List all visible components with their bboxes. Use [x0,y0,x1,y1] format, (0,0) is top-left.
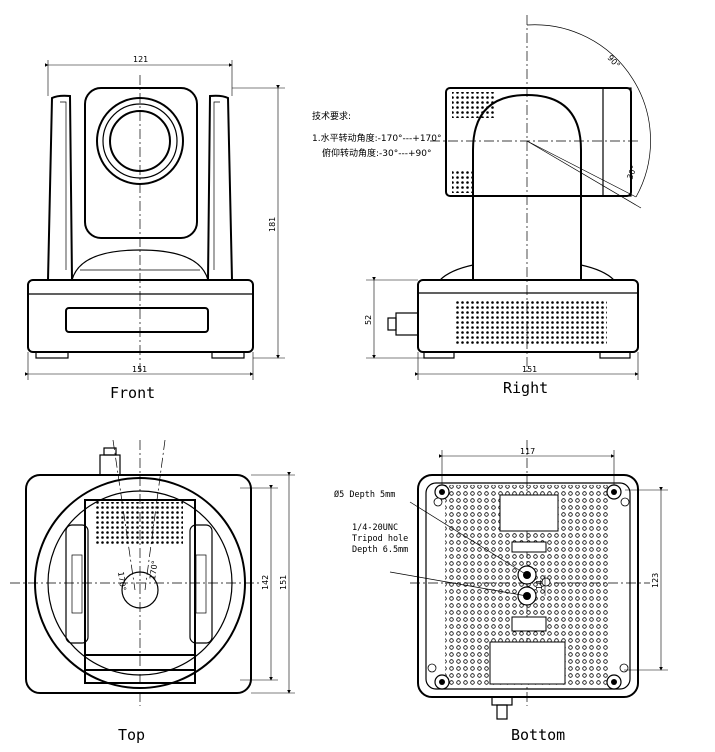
callout-tripod-2: Tripod hole [352,534,408,544]
front-dim-width-top: 121 [133,55,148,64]
top-dim-inner: 142 [261,575,270,590]
right-caption: Right [503,379,548,397]
angle-tilt-up: 90° [606,53,622,70]
front-dim-width-base: 151 [132,365,147,374]
bottom-dim-x: 117 [520,447,535,456]
right-dim-base-height: 52 [364,315,373,325]
bottom-dim-y: 123 [651,573,660,588]
bottom-caption: Bottom [511,726,565,744]
tech-notes-line2: 俯仰转动角度:-30°---+90° [322,147,431,159]
front-caption: Front [110,384,155,402]
right-dim-width: 151 [522,365,537,374]
tech-notes-line1: 1.水平转动角度:-170°---+170° [312,132,442,144]
top-view: 170° 170° 142 151 Top [10,439,295,744]
callout-holes: Ø5 Depth 5mm [334,489,395,500]
bottom-dim-tripod: 14 [535,580,544,590]
top-dim-outer: 151 [279,575,288,590]
tech-notes-title: 技术要求: [312,110,351,122]
bottom-view: 14 Ø5 Depth 5mm 1/4-20UNC Tripod hole De… [334,440,668,744]
right-view: 技术要求: 1.水平转动角度:-170°---+170° 俯仰转动角度:-30°… [312,15,651,397]
angle-pan-left: 170° [116,571,128,591]
front-dim-height: 181 [268,217,277,232]
angle-tilt-down: 30° [625,164,638,180]
front-view: 121 181 151 Front [25,55,285,402]
angle-pan-right: 170° [148,560,160,580]
callout-tripod-1: 1/4-20UNC [352,523,398,533]
top-caption: Top [118,726,145,744]
callout-tripod-3: Depth 6.5mm [352,545,408,555]
